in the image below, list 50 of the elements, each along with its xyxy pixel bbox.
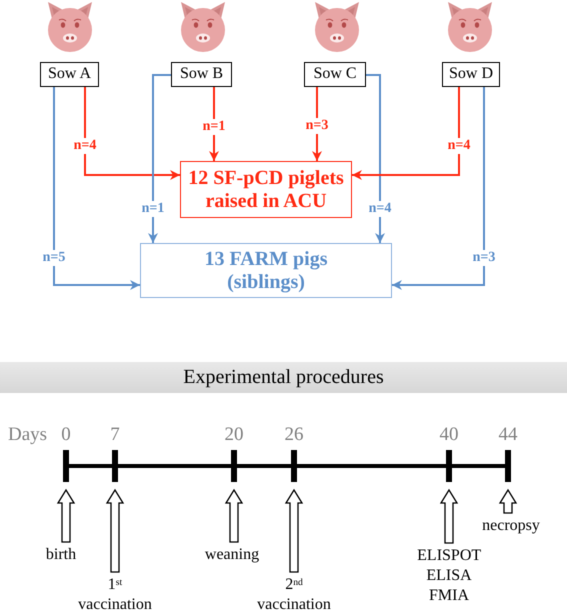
sow-box <box>171 62 232 87</box>
day-number: 0 <box>61 424 71 446</box>
hollow-arrow <box>498 488 518 514</box>
day-number: 40 <box>440 424 458 446</box>
day-number: 26 <box>284 424 304 446</box>
event-label: necropsy <box>482 516 540 536</box>
axis-label: Days <box>8 424 48 446</box>
day-number: 44 <box>498 424 518 446</box>
event-label: 2$^{nd}$ vaccination <box>257 575 331 615</box>
group-label: 12 SF-pCD piglets raised in ACU <box>187 166 345 212</box>
tick-mark <box>446 450 452 482</box>
hollow-arrow <box>440 488 458 544</box>
group-label: 13 FARM pigs (siblings) <box>204 248 328 294</box>
edge-label: n=1 <box>202 119 226 135</box>
sow-box <box>40 62 99 87</box>
arrow <box>53 87 140 290</box>
tick-mark <box>505 450 511 482</box>
tick-mark <box>112 450 118 482</box>
arrow <box>352 87 460 180</box>
sow-label: Sow B <box>180 65 224 84</box>
group-box <box>140 243 392 298</box>
sow-box <box>442 62 500 87</box>
hollow-arrow <box>284 488 304 573</box>
edge-label: n=4 <box>446 138 472 154</box>
event-label: weaning <box>204 545 260 565</box>
hollow-arrow <box>106 488 124 573</box>
day-number: 20 <box>224 424 244 446</box>
edge-label: n=1 <box>140 201 166 217</box>
sow-label: Sow A <box>48 65 92 84</box>
day-number: 7 <box>110 424 120 446</box>
tick-mark <box>291 450 297 482</box>
tick-mark <box>231 450 237 482</box>
edge-label: n=3 <box>304 118 330 134</box>
tick-mark <box>63 450 69 482</box>
sow-label: Sow C <box>313 65 357 84</box>
event-label: birth <box>46 545 76 565</box>
edge-label: n=3 <box>472 250 496 266</box>
edge-label: n=5 <box>42 250 66 266</box>
edge-label: n=4 <box>368 201 392 217</box>
arrow <box>392 87 485 290</box>
sow-label: Sow D <box>448 65 493 84</box>
hollow-arrow <box>224 488 244 543</box>
arrow <box>148 74 171 243</box>
section-band <box>0 362 567 393</box>
group-box <box>180 161 352 218</box>
section-title: Experimental procedures <box>183 366 384 389</box>
arrow <box>366 74 385 243</box>
event-label: ELISPOT ELISA FMIA <box>417 546 481 606</box>
event-label: 1$^{st}$ vaccination <box>78 575 152 615</box>
sow-box <box>304 62 366 87</box>
